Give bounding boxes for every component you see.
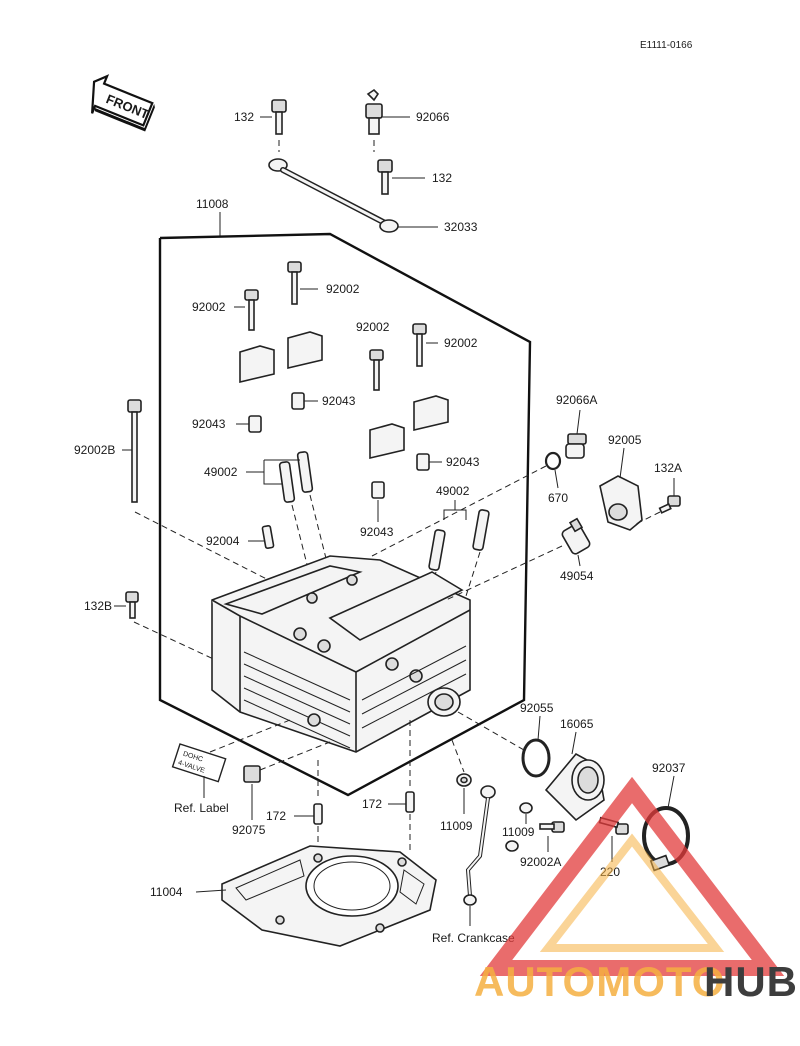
watermark-text-automoto: AUTOMOTO bbox=[474, 958, 725, 1005]
label-92066A: 92066A bbox=[556, 393, 597, 407]
label-92043-b: 92043 bbox=[192, 417, 226, 431]
bolt-92002-b bbox=[244, 289, 259, 331]
bolt-92002A bbox=[539, 821, 565, 833]
bolt-92002B bbox=[127, 399, 142, 503]
cylinder-head bbox=[211, 555, 471, 753]
label-92066: 92066 bbox=[416, 110, 450, 124]
label-11004: 11004 bbox=[150, 885, 183, 899]
dowel-92043-c bbox=[416, 453, 430, 471]
label-92043-a: 92043 bbox=[322, 394, 356, 408]
label-49002-right: 49002 bbox=[436, 484, 470, 498]
sensor-92066A bbox=[565, 433, 587, 459]
label-plate-tag: DOHC 4-VALVE bbox=[171, 743, 227, 783]
label-92002B: 92002B bbox=[74, 443, 115, 457]
label-49054: 49054 bbox=[560, 569, 594, 583]
label-92002A: 92002A bbox=[520, 855, 561, 869]
pipe-32033 bbox=[268, 158, 399, 233]
label-132-mid: 132 bbox=[432, 171, 452, 185]
label-92002-d: 92002 bbox=[444, 336, 478, 350]
label-11009-a: 11009 bbox=[440, 819, 473, 833]
valve-guides-left bbox=[278, 451, 314, 503]
sensor-92066 bbox=[365, 88, 383, 152]
bolt-132-top bbox=[271, 99, 287, 152]
label-92075: 92075 bbox=[232, 823, 266, 837]
oring-670 bbox=[544, 451, 562, 471]
assembly-frame bbox=[158, 232, 532, 797]
bolt-132-mid bbox=[377, 159, 393, 195]
washer-11009-a bbox=[456, 773, 472, 787]
label-132-top: 132 bbox=[234, 110, 254, 124]
dowel-172-right bbox=[405, 791, 415, 813]
label-ref-crankcase: Ref. Crankcase bbox=[432, 931, 515, 945]
carb-holder-16065 bbox=[544, 752, 605, 822]
diagram-code: E1111-0166 bbox=[640, 40, 693, 51]
gasket-11004 bbox=[221, 845, 437, 947]
bolt-92002-a bbox=[287, 261, 302, 305]
label-92002-c: 92002 bbox=[356, 320, 390, 334]
cap-92075 bbox=[243, 765, 261, 783]
dowel-92043-d bbox=[371, 481, 385, 499]
dowel-172-left bbox=[313, 803, 323, 825]
label-11008: 11008 bbox=[196, 197, 229, 211]
label-92005: 92005 bbox=[608, 433, 642, 447]
label-92043-c: 92043 bbox=[446, 455, 480, 469]
front-arrow-icon: FRONT bbox=[91, 74, 155, 132]
label-92037: 92037 bbox=[652, 761, 686, 775]
thermostat-49054 bbox=[561, 517, 591, 555]
watermark-logo: AUTOMOTO HUB bbox=[474, 776, 798, 1005]
label-172-right: 172 bbox=[362, 797, 382, 811]
watermark-text-hub: HUB bbox=[704, 958, 798, 1005]
label-92004: 92004 bbox=[206, 534, 240, 548]
dowel-92043-a bbox=[291, 392, 305, 410]
plug-92004 bbox=[261, 524, 275, 550]
label-132B: 132B bbox=[84, 599, 112, 613]
label-670: 670 bbox=[548, 491, 568, 505]
label-49002-left: 49002 bbox=[204, 465, 238, 479]
label-172-left: 172 bbox=[266, 809, 286, 823]
label-11009-b: 11009 bbox=[502, 825, 535, 839]
bolt-132A bbox=[658, 495, 681, 514]
label-92002-a: 92002 bbox=[326, 282, 360, 296]
bolt-92002-d bbox=[412, 323, 427, 367]
dowel-92043-b bbox=[248, 415, 262, 433]
housing-92005 bbox=[599, 475, 643, 531]
label-32033: 32033 bbox=[444, 220, 478, 234]
oil-pipe bbox=[463, 785, 519, 906]
label-16065: 16065 bbox=[560, 717, 594, 731]
label-92043-d: 92043 bbox=[360, 525, 394, 539]
camshaft-cap-left bbox=[239, 331, 323, 384]
label-92002-b: 92002 bbox=[192, 300, 226, 314]
label-132A: 132A bbox=[654, 461, 682, 475]
label-ref-label: Ref. Label bbox=[174, 801, 229, 815]
washer-11009-b bbox=[519, 802, 533, 814]
oring-92055 bbox=[521, 738, 551, 778]
bolt-92002-c bbox=[369, 349, 384, 391]
bolt-132B bbox=[125, 591, 139, 619]
valve-guides-right bbox=[428, 509, 490, 571]
camshaft-cap-right bbox=[369, 395, 449, 460]
label-92055: 92055 bbox=[520, 701, 554, 715]
